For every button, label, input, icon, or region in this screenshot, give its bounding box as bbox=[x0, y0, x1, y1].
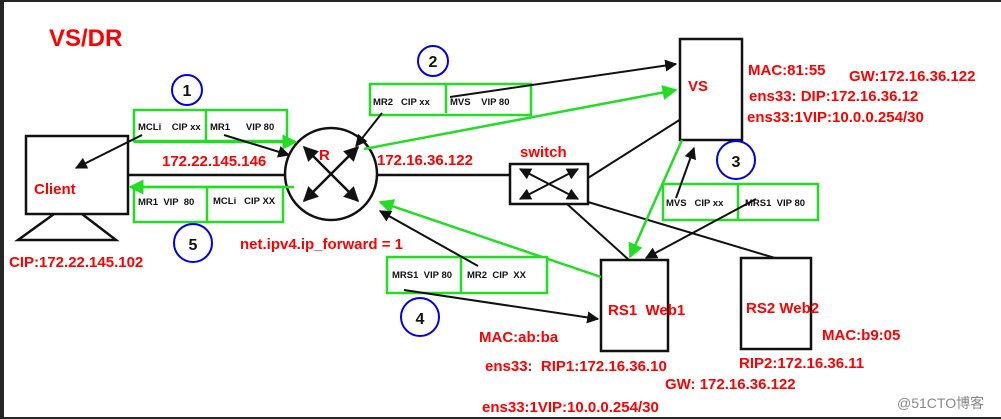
step-1-circle bbox=[171, 74, 203, 106]
watermark: @51CTO博客 bbox=[897, 395, 984, 411]
packet-2-left: MR2 CIP xx bbox=[373, 97, 431, 108]
rs1-node[interactable]: RS1 Web1 bbox=[599, 258, 685, 353]
packet-2: MR2 CIP xx MVS VIP 80 bbox=[355, 59, 678, 151]
switch-cross-arrow-2 bbox=[518, 168, 580, 200]
packet-4-mac-arrow-router bbox=[378, 210, 479, 267]
router-node[interactable]: R bbox=[283, 126, 379, 222]
packet-3-left: MVS CIP xx bbox=[666, 198, 724, 209]
packet-3-box bbox=[661, 182, 820, 222]
switch-rs2-link bbox=[587, 201, 776, 259]
router-cross-arrow-2 bbox=[302, 145, 360, 203]
step-1-number: 1 bbox=[183, 83, 192, 100]
packet-2-flow-arrow bbox=[363, 85, 678, 151]
packet-2-right: MVS VIP 80 bbox=[450, 97, 510, 108]
vs-label: VS bbox=[688, 78, 708, 95]
rs2-label: RS2 Web2 bbox=[746, 300, 819, 317]
client-node[interactable]: Client bbox=[14, 134, 130, 242]
packet-4-left: MRS1 VIP 80 bbox=[392, 270, 452, 281]
vs-box bbox=[678, 37, 744, 142]
packet-1: MCLi CIP xx MR1 VIP 80 bbox=[74, 108, 298, 169]
step-5-badge: 5 bbox=[173, 223, 213, 263]
client-monitor-stand bbox=[14, 212, 120, 242]
step-4-circle bbox=[400, 297, 440, 337]
vs-mac-label: MAC:81:55 bbox=[748, 62, 826, 79]
packet-5: MR1 VIP 80 MCLi CIP XX bbox=[128, 179, 294, 224]
router-left-ip: 172.22.145.146 bbox=[162, 153, 266, 170]
rs1-box bbox=[599, 258, 670, 353]
router-label: R bbox=[319, 147, 330, 164]
step-2-circle bbox=[417, 45, 449, 77]
step-4-number: 4 bbox=[416, 311, 425, 328]
step-3-number: 3 bbox=[732, 154, 741, 171]
diagram-svg: VS/DR Client R switch VS RS1 Web1 RS bbox=[9, 25, 984, 416]
packet-1-left: MCLi CIP xx bbox=[138, 122, 201, 133]
rs1-rip-label: ens33: RIP1:172.16.36.10 bbox=[485, 358, 667, 375]
packet-1-right: MR1 VIP 80 bbox=[210, 122, 274, 133]
switch-node[interactable]: switch bbox=[508, 144, 590, 206]
packet-1-mac-arrow-router bbox=[223, 134, 291, 158]
title: VS/DR bbox=[49, 25, 122, 52]
rs2-mac-label: MAC:b9:05 bbox=[822, 327, 900, 344]
client-monitor-screen bbox=[24, 134, 130, 216]
step-2-number: 2 bbox=[429, 54, 438, 71]
rs1-mac-label: MAC:ab:ba bbox=[479, 329, 559, 346]
packet-2-box bbox=[368, 82, 533, 117]
step-3-circle bbox=[716, 140, 756, 180]
step-1-badge: 1 bbox=[171, 74, 203, 106]
rs-gw-label: GW: 172.16.36.122 bbox=[665, 376, 796, 393]
packet-2-mac-arrow-router bbox=[355, 112, 383, 147]
router-right-ip: 172.16.36.122 bbox=[377, 152, 473, 169]
step-2-badge: 2 bbox=[417, 45, 449, 77]
step-3-badge: 3 bbox=[716, 140, 756, 180]
packet-1-mac-arrow-client bbox=[74, 134, 143, 169]
step-4-badge: 4 bbox=[400, 297, 440, 337]
switch-rs1-link bbox=[566, 203, 630, 261]
step-5-number: 5 bbox=[189, 237, 198, 254]
vs-dip-label: ens33: DIP:172.16.36.12 bbox=[749, 88, 918, 105]
packet-4-right: MR2 CIP XX bbox=[467, 270, 527, 281]
rs2-node[interactable]: RS2 Web2 bbox=[739, 256, 819, 351]
packet-5-box bbox=[132, 185, 285, 224]
vs-gw-label: GW:172.16.36.122 bbox=[849, 68, 975, 85]
packet-4-flow-arrow bbox=[378, 199, 602, 279]
packet-5-right: MCLi CIP XX bbox=[213, 196, 276, 207]
client-cip-label: CIP:172.22.145.102 bbox=[9, 254, 143, 271]
packet-4-box bbox=[385, 255, 549, 295]
packet-3-mac-arrow-rs1 bbox=[644, 198, 757, 259]
rs1-label: RS1 Web1 bbox=[608, 302, 685, 319]
packet-3-right: MRS1 VIP 80 bbox=[745, 198, 805, 209]
rs2-box bbox=[739, 256, 813, 351]
client-label: Client bbox=[34, 181, 76, 198]
vs-node[interactable]: VS bbox=[678, 37, 744, 142]
rs2-rip-label: RIP2:172.16.36.11 bbox=[739, 355, 864, 372]
switch-vs-link bbox=[587, 118, 682, 179]
ip-forward-label: net.ipv4.ip_forward = 1 bbox=[240, 236, 403, 253]
step-5-circle bbox=[173, 223, 213, 263]
packet-5-left: MR1 VIP 80 bbox=[138, 197, 194, 208]
packet-3-mac-arrow-vs bbox=[675, 146, 696, 199]
packet-3: MVS CIP xx MRS1 VIP 80 bbox=[628, 139, 820, 259]
switch-label: switch bbox=[520, 144, 567, 161]
packet-2-mac-arrow-vs bbox=[449, 59, 678, 98]
rs1-vip-label: ens33:1VIP:10.0.0.254/30 bbox=[482, 399, 659, 416]
packet-4-mac-arrow-rs1 bbox=[403, 289, 600, 324]
packet-3-flow-arrow bbox=[628, 139, 684, 259]
packet-4: MRS1 VIP 80 MR2 CIP XX bbox=[378, 199, 602, 324]
vs-vip-label: ens33:1VIP:10.0.0.254/30 bbox=[747, 109, 924, 126]
